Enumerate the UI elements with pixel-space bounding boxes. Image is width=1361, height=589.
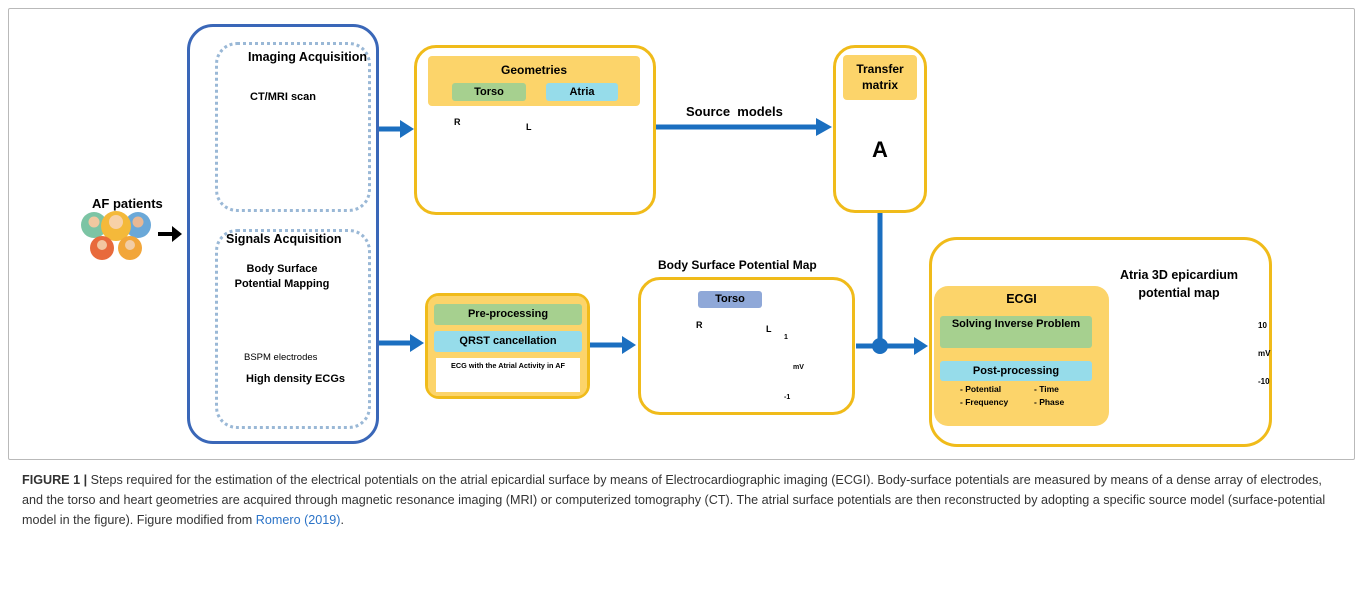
postproc-potential: - Potential: [960, 384, 1002, 394]
atria-map-la-label: LA: [1152, 356, 1163, 365]
postproc-phase: - Phase: [1034, 397, 1065, 407]
bspm-torso-tag: Torso: [698, 291, 762, 308]
post-processing-step: Post-processing: [940, 361, 1092, 381]
ct-mri-scan-label: CT/MRI scan: [250, 91, 317, 103]
bspm-mapping-label: Body Surface Potential Mapping: [234, 263, 330, 290]
caption-text: Steps required for the estimation of the…: [22, 473, 1326, 527]
high-density-ecgs-label: High density ECGs: [246, 373, 346, 385]
af-ecg-label: ECG with the Atrial Activity in AF: [451, 361, 565, 370]
transfer-matrix-header: [843, 55, 917, 100]
figure-label: FIGURE 1 |: [22, 473, 88, 487]
arrow-signals-to-preprocessing: [376, 334, 424, 352]
torso-tag: Torso: [452, 83, 526, 101]
torso-right-label: R: [454, 117, 461, 127]
af-patients-label: AF patients: [92, 196, 163, 211]
bspm-scale-max: 1: [784, 334, 788, 341]
caption-end: .: [340, 513, 345, 527]
signals-acquisition-box: [215, 229, 371, 429]
ecgi-title: ECGI: [1006, 292, 1037, 306]
af-ecg-panel: [436, 358, 580, 392]
bspm-map-title: Body Surface Potential Map: [658, 258, 817, 272]
transfer-matrix-symbol: A: [872, 137, 888, 162]
signals-acquisition-title: Signals Acquisition: [226, 232, 342, 246]
arrow-preprocessing-to-bspm: [590, 336, 636, 354]
geometries-title: Geometries: [500, 63, 568, 77]
atria-scale-unit: mV: [1258, 349, 1271, 358]
citation-link[interactable]: Romero (2019): [255, 513, 341, 527]
bspm-electrodes-label: BSPM electrodes: [244, 352, 318, 363]
atria-map-ra-label: RA: [1208, 368, 1220, 377]
figure-frame: [8, 8, 1355, 460]
qrst-cancellation-step: QRST cancellation: [434, 331, 582, 352]
arrow-geometries-to-transfer: [656, 118, 832, 136]
atria-scale-max: 10: [1258, 321, 1267, 330]
source-models-label: Source models: [686, 104, 783, 119]
patients-icon: [81, 211, 151, 260]
atria-map-title: Atria 3D epicardium potential map: [1119, 268, 1239, 300]
preprocessing-step: Pre-processing: [434, 304, 582, 325]
figure-caption: FIGURE 1 | Steps required for the estima…: [22, 470, 1342, 530]
atria-ra-label: RA: [614, 160, 626, 169]
bspm-right-label: R: [696, 320, 703, 330]
atria-tag: Atria: [546, 83, 618, 101]
arrow-patients-to-acquisition: [158, 226, 182, 242]
postproc-time: - Time: [1034, 384, 1059, 394]
torso-left-label: L: [526, 122, 532, 132]
ecgi-panel: [934, 286, 1109, 426]
bspm-scale-unit: mV: [793, 364, 804, 371]
atria-la-label: LA: [570, 142, 581, 151]
arrow-bspm-to-ecgi: [856, 212, 928, 355]
imaging-acquisition-box: [215, 42, 371, 212]
bspm-scale-min: -1: [784, 394, 791, 401]
bspm-left-label: L: [766, 324, 772, 334]
acquisition-panel: [187, 24, 379, 444]
arrow-imaging-to-geometries: [376, 120, 414, 138]
imaging-acquisition-title: Imaging Acquisition: [248, 50, 367, 64]
atria-scale-min: -10: [1258, 377, 1270, 386]
transfer-matrix-title: Transfer matrix: [856, 62, 904, 92]
solving-inverse-problem-step: Solving Inverse Problem: [940, 316, 1092, 348]
postproc-frequency: - Frequency: [960, 397, 1009, 407]
